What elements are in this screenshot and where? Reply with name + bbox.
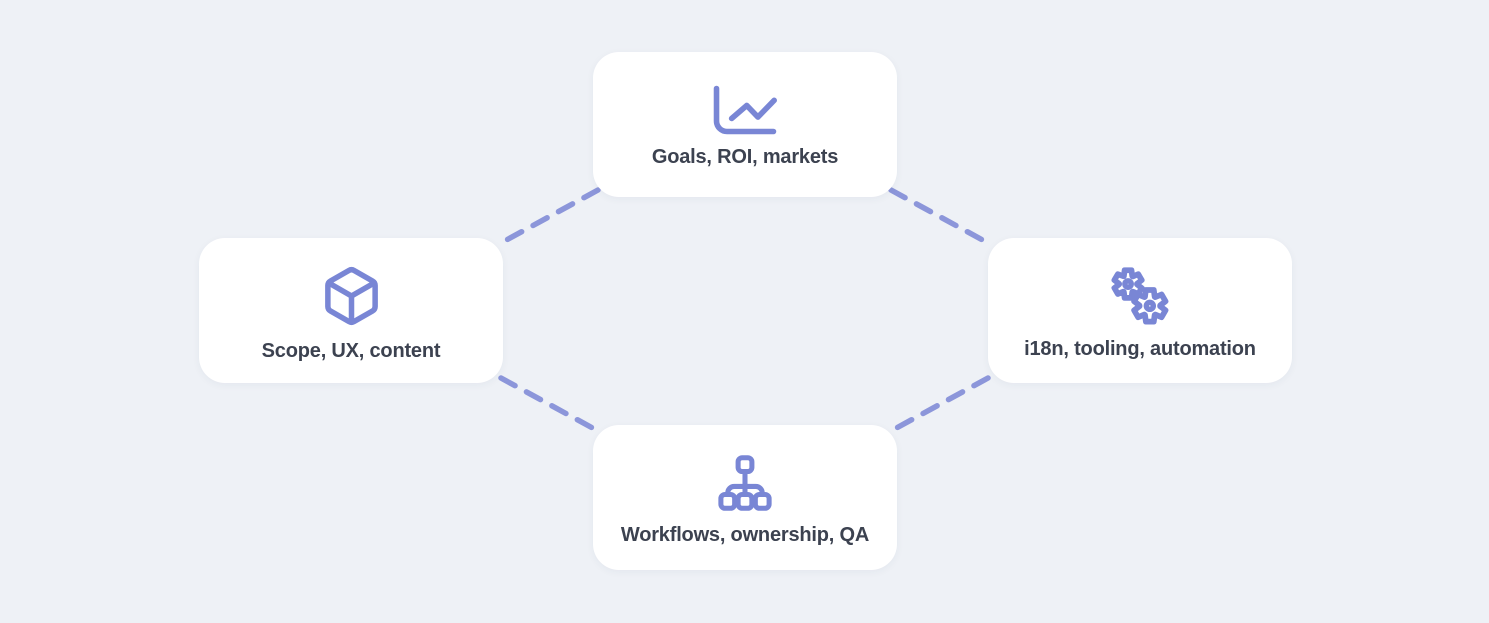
connector-bottom-left xyxy=(498,375,601,434)
node-label-goals: Goals, ROI, markets xyxy=(651,145,839,168)
gears-icon xyxy=(1109,265,1171,327)
connector-top-left xyxy=(498,187,601,246)
node-card-goals: Goals, ROI, markets xyxy=(593,52,897,197)
line-chart-icon xyxy=(713,85,777,135)
connector-top-right xyxy=(888,187,991,246)
connector-bottom-right xyxy=(888,375,991,434)
node-label-scope: Scope, UX, content xyxy=(261,339,441,362)
node-card-workflows: Workflows, ownership, QA xyxy=(593,425,897,570)
org-chart-icon xyxy=(714,453,776,513)
node-card-tooling: i18n, tooling, automation xyxy=(988,238,1292,383)
cube-icon xyxy=(320,263,383,329)
node-card-scope: Scope, UX, content xyxy=(199,238,503,383)
node-label-tooling: i18n, tooling, automation xyxy=(1024,337,1256,360)
node-label-workflows: Workflows, ownership, QA xyxy=(620,523,870,546)
